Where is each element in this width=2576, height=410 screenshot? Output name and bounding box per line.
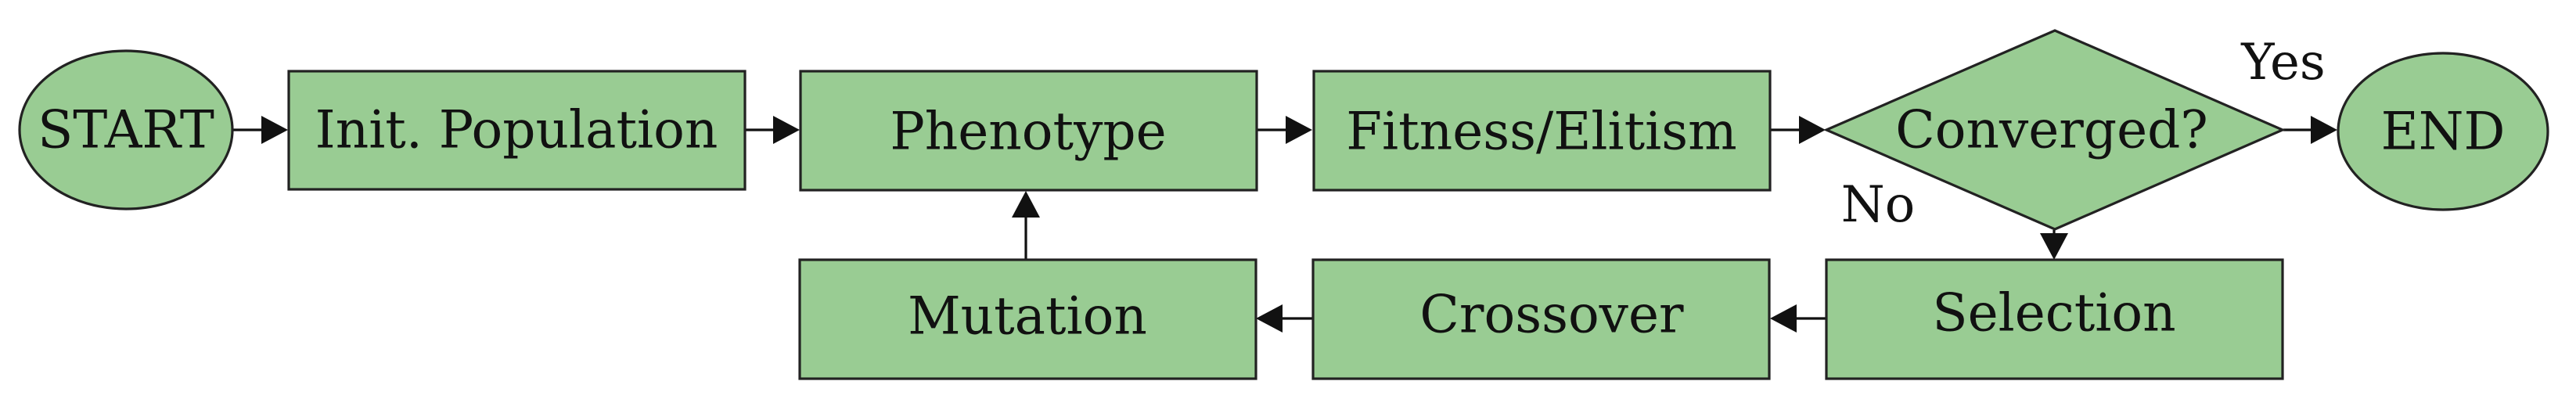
init-population-label: Init. Population (315, 100, 718, 160)
selection-label: Selection (1932, 283, 2175, 343)
crossover-box (1311, 258, 1771, 380)
edge-selection-to-crossover (1770, 304, 1826, 333)
edge-label-no: No (1841, 176, 1916, 234)
edge-labels: Yes No (1841, 34, 2326, 234)
init-population-box (287, 70, 747, 191)
node-phenotype: Phenotype (799, 70, 1258, 192)
edges (233, 116, 2337, 333)
edge-phenotype-to-fitness (1257, 116, 1312, 144)
fitness-elitism-label: Fitness/Elitism (1346, 102, 1736, 162)
node-start: START (18, 49, 234, 210)
edge-start-to-init-population (233, 116, 288, 144)
node-crossover: Crossover (1311, 258, 1771, 380)
phenotype-label: Phenotype (890, 102, 1166, 162)
edge-converged-to-end (2283, 116, 2337, 144)
phenotype-box (799, 70, 1258, 192)
nodes: START Init. Population Phenotype Fitness… (18, 29, 2549, 380)
mutation-box (798, 258, 1257, 380)
converged-diamond (1822, 29, 2286, 231)
converged-label: Converged? (1895, 100, 2208, 160)
edge-converged-to-selection (2040, 230, 2068, 260)
node-fitness-elitism: Fitness/Elitism (1312, 70, 1772, 192)
crossover-label: Crossover (1419, 285, 1684, 345)
node-end: END (2337, 52, 2549, 211)
start-label: START (38, 100, 214, 160)
selection-box (1825, 258, 2284, 380)
fitness-elitism-box (1312, 70, 1772, 192)
node-init-population: Init. Population (287, 70, 747, 191)
end-label: END (2381, 102, 2506, 162)
end-ellipse (2337, 52, 2549, 211)
edge-init-population-to-phenotype (745, 116, 800, 144)
edge-mutation-to-phenotype (1012, 191, 1040, 260)
mutation-label: Mutation (908, 286, 1147, 347)
node-converged: Converged? (1822, 29, 2286, 231)
node-mutation: Mutation (798, 258, 1257, 380)
edge-crossover-to-mutation (1256, 304, 1313, 333)
edge-label-yes: Yes (2240, 34, 2325, 92)
node-selection: Selection (1825, 258, 2284, 380)
edge-fitness-to-converged (1770, 116, 1826, 144)
start-ellipse (18, 49, 234, 210)
